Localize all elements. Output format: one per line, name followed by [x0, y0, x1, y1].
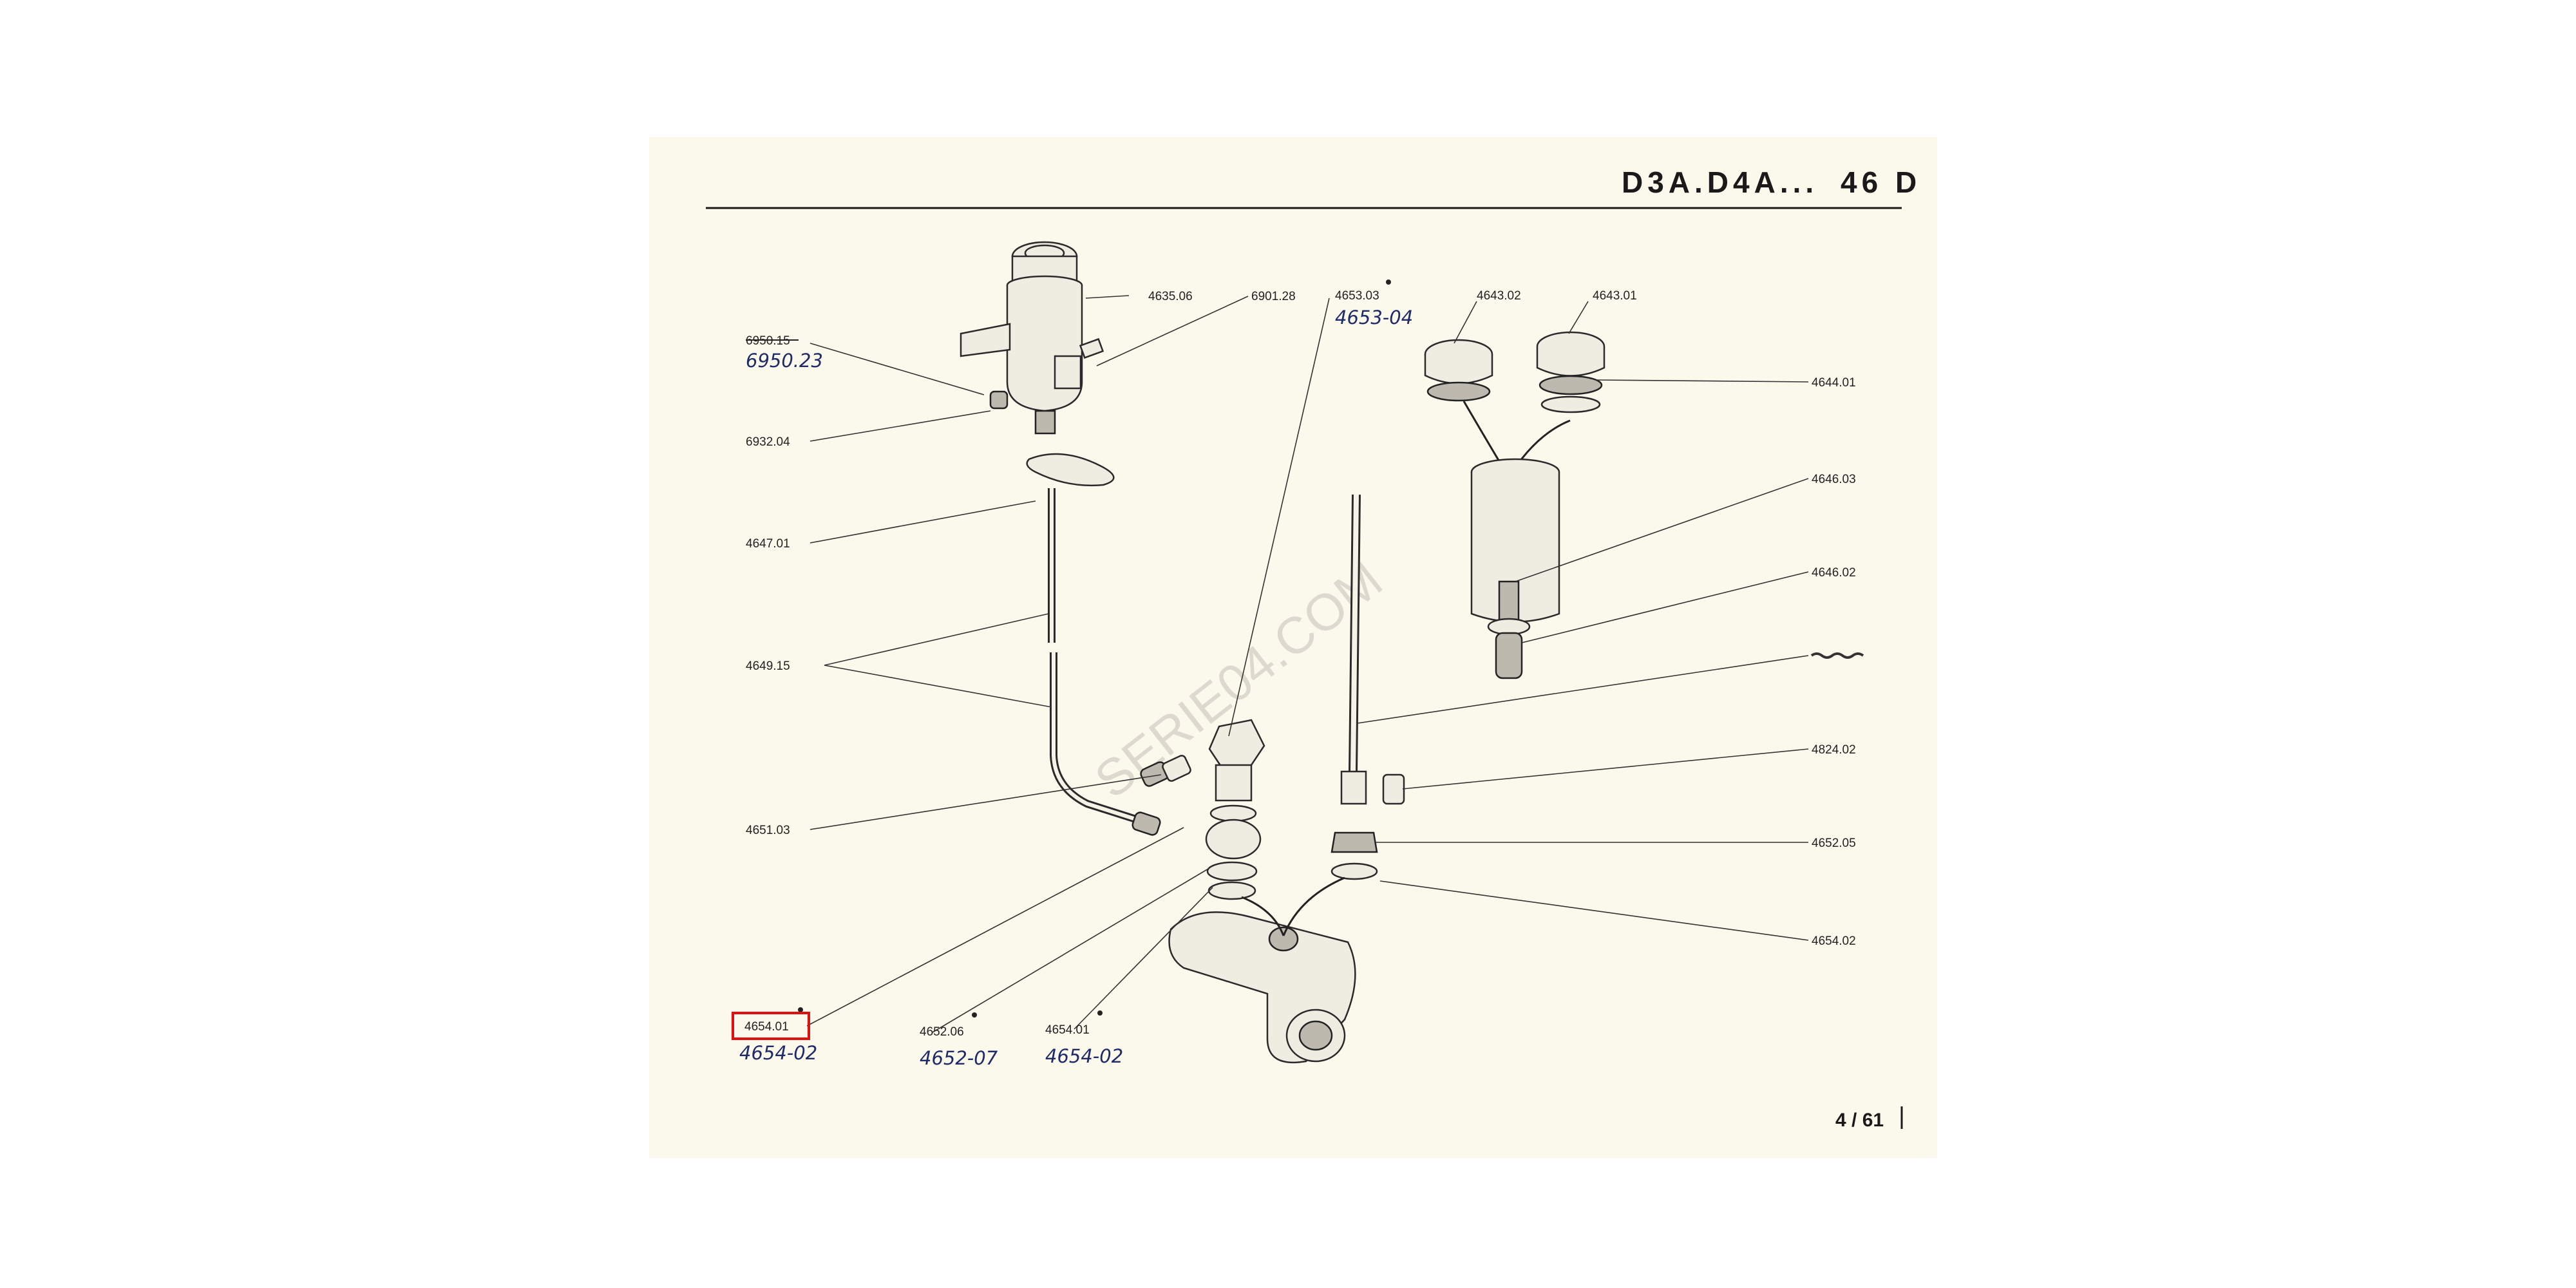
- part-number: 6932.04: [746, 435, 790, 449]
- part-number: 4652.05: [1812, 837, 1856, 850]
- superseded-part-number: 6950.15: [746, 334, 799, 348]
- part-number: 4651.03: [746, 824, 790, 837]
- part-number: 4654.01: [744, 1020, 789, 1034]
- handwritten-part-number: 6950.23: [746, 350, 823, 372]
- part-number: 6901.28: [1251, 290, 1296, 303]
- screw-6901: [1079, 337, 1104, 359]
- scribbled-out-number: [1810, 652, 1864, 659]
- part-number: 4649.15: [746, 659, 790, 673]
- model-code: D3A.D4A...: [1622, 166, 1818, 199]
- parts-catalog-sheet: D3A.D4A... 46 D 4 / 61 SERIE04.COM: [649, 137, 1937, 1158]
- part-number: 4644.01: [1812, 376, 1856, 390]
- part-number: 4652.06: [920, 1025, 964, 1039]
- highlight-box: [732, 1012, 810, 1040]
- part-number: 4643.02: [1477, 289, 1521, 303]
- handwritten-part-number: 4654-02: [739, 1042, 817, 1064]
- reservoir-assembly: [960, 241, 1083, 435]
- note-dot: [1097, 1010, 1103, 1016]
- part-number: 4824.02: [1812, 743, 1856, 757]
- page-number: 4 / 61: [1835, 1110, 1884, 1131]
- part-number: 4654.01: [1045, 1023, 1090, 1037]
- banjo-union: [1205, 719, 1265, 900]
- handwritten-part-number: 4654-02: [1045, 1045, 1123, 1067]
- leader-lines: [806, 295, 1809, 1033]
- clip-ring: [1026, 453, 1115, 487]
- note-dot: [1386, 279, 1391, 285]
- part-number: 4647.01: [746, 537, 790, 551]
- filler-caps: [1424, 331, 1605, 413]
- pipe-connectors: [1140, 755, 1191, 787]
- arrow-left: [1241, 896, 1285, 936]
- part-number: 4646.03: [1812, 473, 1856, 486]
- exploded-parts-diagram: D3A.D4A... 46 D 4 / 61 SERIE04.COM: [706, 166, 1921, 1131]
- master-cylinder: [1168, 911, 1356, 1064]
- arrow-right: [1282, 876, 1345, 936]
- part-number: 4635.06: [1148, 290, 1193, 303]
- part-number: 4653.03: [1335, 289, 1379, 303]
- note-dot: [972, 1012, 977, 1018]
- svg-text:6950.15: 6950.15: [746, 334, 790, 348]
- reservoir-bottle: [1470, 458, 1560, 679]
- fluid-pipe: [1048, 488, 1161, 836]
- rigid-pipe: [1331, 494, 1405, 880]
- handwritten-part-number: 4652-07: [920, 1047, 998, 1069]
- part-number: 4643.01: [1593, 289, 1637, 303]
- part-number: 4654.02: [1812, 934, 1856, 948]
- group-code: 46 D: [1841, 166, 1921, 199]
- part-number: 4646.02: [1812, 566, 1856, 580]
- screw-6932: [989, 390, 1009, 410]
- note-dot: [798, 1007, 803, 1012]
- handwritten-part-number: 4653-04: [1335, 307, 1413, 328]
